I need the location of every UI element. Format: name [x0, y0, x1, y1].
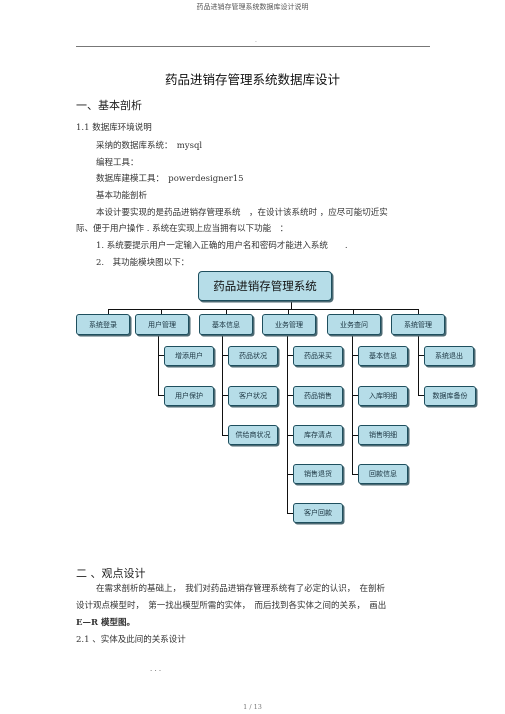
trailing-dots: . . .: [150, 665, 162, 673]
connector: [226, 309, 227, 314]
page-number: 1 / 13: [243, 703, 262, 711]
node-drug-purchase: 药品采买: [293, 346, 343, 366]
connector: [287, 395, 293, 396]
connector: [287, 335, 288, 514]
connector: [287, 474, 293, 475]
connector: [418, 355, 424, 356]
connector: [418, 335, 419, 395]
document-title: 药品进销存管理系统数据库设计: [164, 72, 340, 87]
connector: [352, 335, 353, 474]
running-header: 药品进销存管理系统数据库设计说明: [196, 3, 309, 11]
connector: [352, 395, 358, 396]
list-item-2: 2. 其功能模块图以下：: [96, 258, 190, 268]
connector: [352, 474, 358, 475]
module-business-management: 业务管理: [262, 314, 316, 335]
connector: [222, 395, 228, 396]
connector: [108, 309, 419, 310]
connector: [288, 309, 289, 314]
node-sales-return: 销售退货: [293, 464, 343, 484]
module-basic-info: 基本信息: [199, 314, 253, 335]
node-drug-sales: 药品销售: [293, 386, 343, 406]
node-add-user: 增添用户: [164, 346, 214, 366]
section-2-1-heading: 2.1 、实体及此间的关系设计: [76, 635, 186, 645]
list-item-1: 1. 系统要提示用户一定输入正确的用户名和密码才能进入系统 .: [96, 241, 348, 251]
paragraph-1-line-1: 本设计要实现的是药品进销存管理系统 ，在设计该系统时 ，应尽可能切近实: [96, 208, 388, 218]
connector: [287, 513, 293, 514]
node-customer-payment: 客户回款: [293, 503, 343, 523]
node-inventory-check: 库存清点: [293, 425, 343, 445]
connector: [222, 355, 228, 356]
section-1-1-heading: 1.1 数据库环境说明: [76, 123, 152, 133]
connector: [353, 309, 354, 314]
modeling-tool-line: 数据库建模工具： powerdesigner15: [96, 174, 244, 184]
connector: [222, 335, 223, 435]
connector: [108, 309, 109, 314]
node-database-backup: 数据库备份: [424, 386, 476, 406]
node-payment-info: 回款信息: [358, 464, 408, 484]
module-user-management: 用户管理: [135, 314, 189, 335]
node-sales-detail: 销售明细: [358, 425, 408, 445]
node-drug-status: 药品状况: [228, 346, 278, 366]
header-divider: [76, 46, 430, 47]
node-user-maintenance: 用户保护: [164, 386, 214, 406]
paragraph-2-line-3: E—R 模型图。: [76, 618, 136, 628]
connector: [418, 395, 424, 396]
node-system-exit: 系统退出: [424, 346, 474, 366]
header-dot: .: [255, 37, 257, 44]
node-customer-status: 客户状况: [228, 386, 278, 406]
connector: [158, 355, 164, 356]
connector: [222, 435, 228, 436]
node-inbound-detail: 入库明细: [358, 386, 408, 406]
node-query-basic-info: 基本信息: [358, 346, 408, 366]
module-system-management: 系统管理: [391, 314, 445, 335]
connector: [352, 355, 358, 356]
module-system-login: 系统登录: [76, 314, 130, 335]
connector: [352, 435, 358, 436]
connector: [287, 355, 293, 356]
connector: [418, 309, 419, 314]
paragraph-2-line-1: 在需求剖析的基础上， 我们对药品进销存管理系统有了必定的认识， 在剖析: [96, 584, 386, 594]
connector: [161, 309, 162, 314]
function-analysis-heading: 基本功能剖析: [96, 191, 148, 201]
node-supplier-status: 供给商状况: [228, 425, 278, 445]
connector: [291, 301, 292, 310]
diagram-root-box: 药品进销存管理系统: [198, 271, 332, 301]
connector: [158, 395, 164, 396]
paragraph-2-line-2: 设计观点模型时， 第一找出模型所需的实体， 而后找到各实体之间的关系， 画出: [76, 601, 387, 611]
section-2-heading: 二 、观点设计: [76, 567, 146, 580]
db-system-line: 采纳的数据库系统： mysql: [96, 141, 203, 151]
section-1-heading: 一、基本剖析: [76, 99, 142, 112]
prog-tool-line: 编程工具：: [96, 158, 139, 168]
connector: [158, 335, 159, 395]
module-business-query: 业务查问: [327, 314, 381, 335]
connector: [287, 435, 293, 436]
paragraph-1-line-2: 际、便于用户操作 . 系统在实现上应当拥有以下功能 ：: [76, 224, 289, 234]
